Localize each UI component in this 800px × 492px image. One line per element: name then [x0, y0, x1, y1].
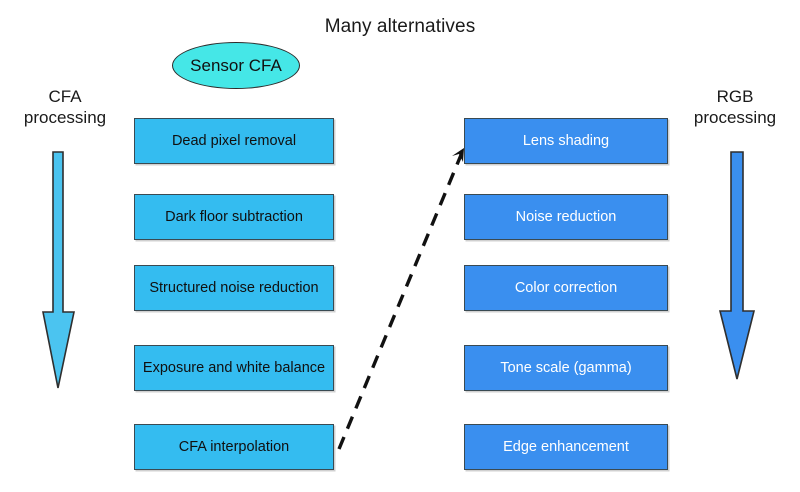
stage-box-cfa-interpolation: CFA interpolation	[134, 424, 334, 470]
cfa-processing-label-line2: processing	[23, 108, 107, 127]
rgb-processing-label-line2: processing	[693, 108, 777, 127]
cfa-processing-down-arrow-icon	[42, 151, 75, 389]
stage-box-lens-shading: Lens shading	[464, 118, 668, 164]
diagram-title: Many alternatives	[324, 16, 476, 37]
stage-box-tone-scale-gamma: Tone scale (gamma)	[464, 345, 668, 391]
stage-box-noise-reduction: Noise reduction	[464, 194, 668, 240]
stage-box-dead-pixel-removal: Dead pixel removal	[134, 118, 334, 164]
rgb-processing-label-line1: RGB	[716, 87, 754, 106]
cfa-to-lens-shading-dashed-line	[337, 154, 463, 450]
stage-box-dark-floor-subtraction: Dark floor subtraction	[134, 194, 334, 240]
rgb-processing-label: RGB processing	[670, 86, 800, 128]
cfa-processing-label-line1: CFA	[48, 87, 82, 106]
stage-box-exposure-and-white-balance: Exposure and white balance	[134, 345, 334, 391]
sensor-cfa-node: Sensor CFA	[172, 42, 300, 89]
stage-box-color-correction: Color correction	[464, 265, 668, 311]
cfa-to-lens-shading-arrowhead-icon	[452, 148, 464, 162]
cfa-processing-label: CFA processing	[0, 86, 130, 128]
rgb-processing-down-arrow-icon	[718, 151, 756, 380]
stage-box-edge-enhancement: Edge enhancement	[464, 424, 668, 470]
stage-box-structured-noise-reduction: Structured noise reduction	[134, 265, 334, 311]
